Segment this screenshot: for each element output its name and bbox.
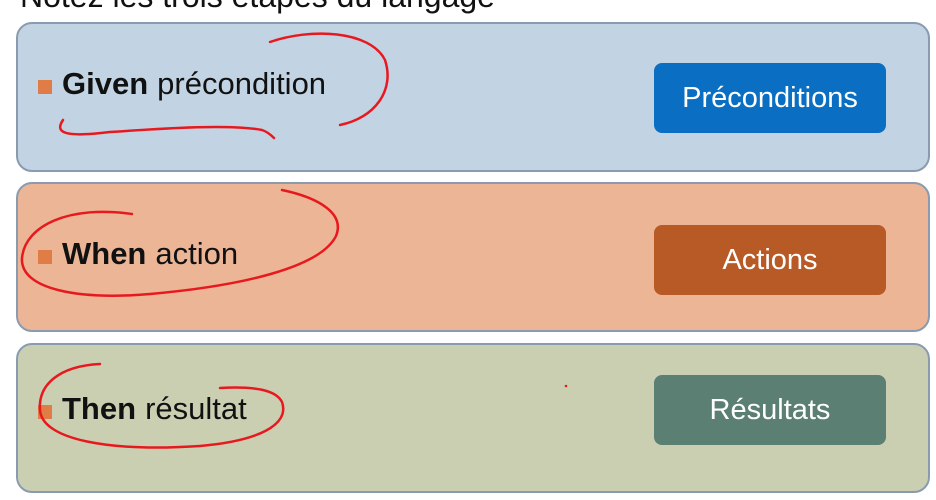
when-text: action	[155, 236, 239, 271]
then-keyword: Then	[62, 391, 137, 426]
slide-heading: Notez les trois étapes du langage	[20, 0, 495, 15]
preconditions-label: Préconditions	[654, 63, 886, 133]
when-panel: When action Actions	[16, 182, 930, 332]
actions-label: Actions	[654, 225, 886, 295]
square-bullet-icon	[38, 250, 52, 264]
given-keyword: Given	[62, 66, 149, 101]
given-text: précondition	[157, 66, 327, 101]
given-panel: Given précondition Préconditions	[16, 22, 930, 172]
square-bullet-icon	[38, 80, 52, 94]
then-clause: Then résultat	[62, 391, 247, 427]
given-clause: Given précondition	[62, 66, 326, 102]
then-text: résultat	[145, 391, 247, 426]
then-panel: Then résultat Résultats	[16, 343, 930, 493]
when-clause: When action	[62, 236, 238, 272]
results-label: Résultats	[654, 375, 886, 445]
square-bullet-icon	[38, 405, 52, 419]
when-keyword: When	[62, 236, 147, 271]
